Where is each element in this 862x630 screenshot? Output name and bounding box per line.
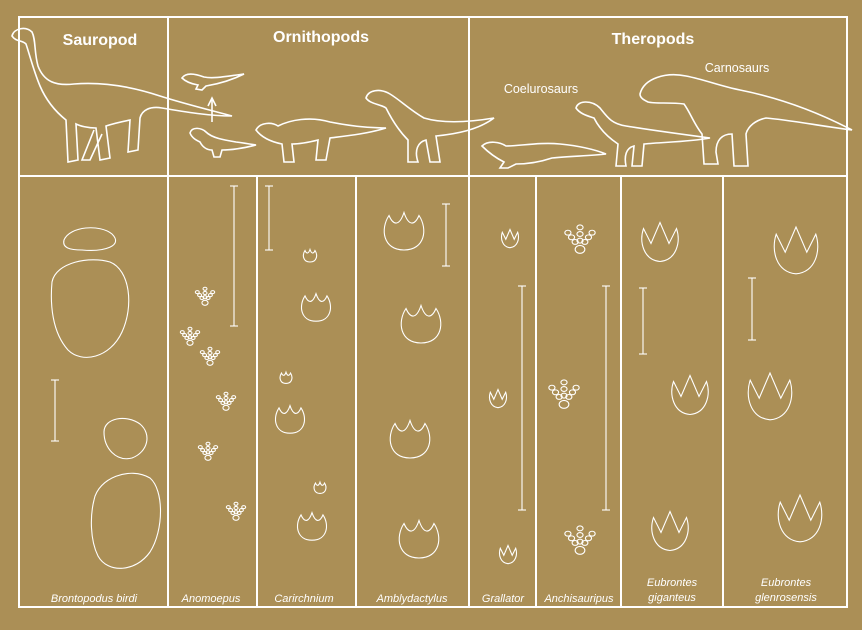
caption-7-line-2: glenrosensis <box>755 592 817 604</box>
caption-0-line-1: Brontopodus birdi <box>51 593 138 605</box>
sauropod-pes-print-1 <box>50 259 130 358</box>
anomoepus-print-3 <box>199 346 221 366</box>
ornithopod-illustrations <box>180 73 495 163</box>
amblydactylus-print-4 <box>398 518 440 559</box>
table-frame <box>18 16 848 608</box>
anchisauripus-print-3 <box>564 525 596 555</box>
heading-sauropod: Sauropod <box>63 32 138 49</box>
carirchnium-print-6 <box>296 510 328 541</box>
sauropod-illustration <box>11 27 233 163</box>
theropod-illustrations <box>480 74 853 169</box>
anomoepus-print-2 <box>179 326 201 346</box>
anchisauripus-print-2 <box>548 379 580 409</box>
anomoepus-print-5 <box>197 441 219 461</box>
carirchnium-print-5 <box>313 480 327 494</box>
caption-2-line-1: Carirchnium <box>274 593 333 605</box>
sauropod-manus-print-1 <box>63 227 117 251</box>
eubrontes-giganteus-print-2 <box>671 374 709 416</box>
caption-1-line-1: Anomoepus <box>181 593 241 605</box>
eubrontes-glenrosensis-print-1 <box>773 225 819 275</box>
anomoepus-print-4 <box>215 391 237 411</box>
anomoepus-print-6 <box>225 501 247 521</box>
label-carnosaurs: Carnosaurs <box>705 61 770 75</box>
grallator-print-2 <box>488 388 508 409</box>
caption-7-line-1: Eubrontes <box>761 577 812 589</box>
caption-3-line-1: Amblydactylus <box>376 593 448 605</box>
sauropod-manus-print-2 <box>103 417 148 460</box>
grallator-print-3 <box>498 544 518 565</box>
amblydactylus-print-1 <box>383 210 425 251</box>
anomoepus-print-1 <box>194 286 216 306</box>
scale-bar-eubrontes-glenrosensis <box>748 277 756 341</box>
caption-6-line-1: Eubrontes <box>647 577 698 589</box>
amblydactylus-print-3 <box>389 418 431 459</box>
label-coelurosaurs: Coelurosaurs <box>504 82 578 96</box>
amblydactylus-print-2 <box>400 303 442 344</box>
scale-bar-grallator <box>518 285 526 511</box>
caption-4-line-1: Grallator <box>482 593 526 605</box>
eubrontes-giganteus-print-1 <box>641 221 679 263</box>
heading-theropods: Theropods <box>612 31 695 48</box>
scale-bar-anomoepus <box>230 185 238 327</box>
sauropod-pes-print-2 <box>90 472 162 569</box>
scale-bar-amblydactylus <box>442 203 450 267</box>
eubrontes-giganteus-print-3 <box>651 510 689 552</box>
eubrontes-glenrosensis-print-2 <box>747 371 793 421</box>
scale-bar-anchisauripus <box>602 285 610 511</box>
carirchnium-print-1 <box>302 247 318 263</box>
caption-5-line-1: Anchisauripus <box>543 593 614 605</box>
anchisauripus-print-1 <box>564 224 596 254</box>
eubrontes-glenrosensis-print-3 <box>777 493 823 543</box>
grallator-print-1 <box>500 228 520 249</box>
scale-bar-brontopodus <box>51 379 59 442</box>
carirchnium-print-3 <box>279 370 293 384</box>
carirchnium-print-4 <box>274 403 306 434</box>
captions-layer: Brontopodus birdi Anomoepus Carirchnium Amb… <box>51 577 817 605</box>
caption-6-line-2: giganteus <box>648 592 696 604</box>
scale-bar-carirchnium <box>265 185 273 251</box>
heading-ornithopods: Ornithopods <box>273 29 369 46</box>
footprints-layer <box>50 185 823 569</box>
scale-bar-eubrontes-giganteus <box>639 287 647 355</box>
carirchnium-print-2 <box>300 291 332 322</box>
